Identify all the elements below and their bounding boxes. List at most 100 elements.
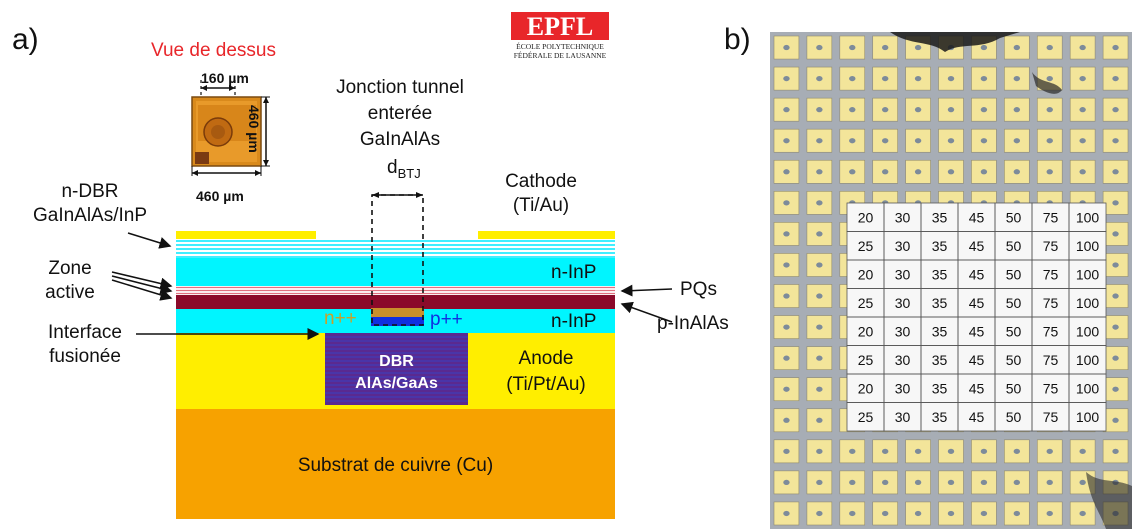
n-dbr-label-line2: GaInAlAs/InP	[32, 205, 148, 226]
epfl-logo-line1: ÉCOLE POLYTECHNIQUE	[516, 42, 604, 51]
tunnel-junction-npp	[371, 308, 424, 317]
device-size-label: 100	[1076, 209, 1100, 225]
top-view-chip	[191, 80, 270, 176]
pad-aperture	[914, 44, 922, 51]
pad-aperture	[1046, 169, 1053, 175]
pad-aperture	[1112, 448, 1119, 454]
pad-aperture	[881, 510, 889, 517]
tunnel-junction-line3: GaInAlAs	[359, 129, 441, 150]
pad-aperture	[783, 386, 790, 392]
pad-aperture	[816, 510, 823, 517]
pad-aperture	[783, 355, 790, 361]
dbr-label-line2: AlAs/GaAs	[355, 375, 438, 392]
pad-aperture	[1112, 107, 1119, 113]
device-size-label: 75	[1043, 266, 1059, 282]
pad-aperture	[980, 448, 988, 454]
dbr-label-line1: DBR	[379, 353, 414, 370]
pad-aperture	[1013, 510, 1021, 517]
device-size-label: 75	[1043, 295, 1059, 311]
device-size-label: 30	[895, 295, 911, 311]
pqs-label: PQs	[680, 279, 717, 300]
device-size-label: 75	[1043, 323, 1059, 339]
pad-aperture	[1112, 44, 1119, 51]
pad-aperture	[816, 417, 823, 423]
pad-aperture	[1013, 479, 1021, 486]
pad-aperture	[914, 169, 922, 175]
pad-aperture	[1112, 355, 1119, 361]
pad-aperture	[1112, 169, 1119, 175]
device-size-label: 75	[1043, 409, 1059, 425]
pad-aperture	[1013, 138, 1021, 144]
pad-aperture	[1079, 448, 1086, 454]
device-size-label: 50	[1006, 352, 1022, 368]
device-size-label: 50	[1006, 238, 1022, 254]
pad-aperture	[947, 448, 955, 454]
pad-aperture	[1079, 510, 1086, 517]
pad-aperture	[849, 510, 856, 517]
pad-aperture	[1079, 75, 1086, 82]
pad-aperture	[1079, 169, 1086, 175]
p-inalas-label: p-InAlAs	[657, 313, 729, 334]
pad-aperture	[1079, 107, 1086, 113]
pad-aperture	[816, 44, 823, 51]
pad-aperture	[783, 107, 790, 113]
pad-aperture	[947, 479, 955, 486]
pad-aperture	[783, 417, 790, 423]
tunnel-junction-line1: Jonction tunnel	[336, 77, 464, 98]
device-size-label: 100	[1076, 238, 1100, 254]
ppp-label: p++	[430, 309, 463, 330]
pad-aperture	[783, 324, 790, 330]
pad-aperture	[783, 262, 790, 268]
device-size-label: 45	[969, 409, 985, 425]
micrograph-panel: 20 30 35 45 50 75 100 25 30 35 45 50 75 100 20 30 35 45 50…	[770, 32, 1132, 529]
device-size-label: 30	[895, 238, 911, 254]
pad-aperture	[914, 138, 922, 144]
pad-aperture	[816, 107, 823, 113]
device-size-label: 25	[858, 352, 874, 368]
device-size-label: 100	[1076, 352, 1100, 368]
device-size-label: 45	[969, 352, 985, 368]
device-size-label: 35	[932, 266, 948, 282]
pad-aperture	[1112, 231, 1119, 237]
cathode-pad-right	[478, 231, 615, 239]
epfl-logo-line2: FÉDÉRALE DE LAUSANNE	[513, 51, 607, 60]
device-size-label: 30	[895, 409, 911, 425]
device-size-label: 35	[932, 238, 948, 254]
device-size-label: 30	[895, 266, 911, 282]
device-size-label: 50	[1006, 209, 1022, 225]
tunnel-junction-line2: enterée	[367, 103, 433, 124]
device-size-label: 35	[932, 380, 948, 396]
pad-aperture	[849, 448, 856, 454]
top-view-inner-dimension: 160 µm	[201, 70, 249, 86]
pad-aperture	[783, 231, 790, 237]
pad-aperture	[881, 107, 889, 113]
pad-aperture	[783, 75, 790, 82]
n-inp-top-label: n-InP	[551, 262, 597, 283]
pad-aperture	[849, 138, 856, 144]
arrow-pinalas	[620, 301, 673, 323]
pad-aperture	[947, 107, 955, 113]
pad-aperture	[816, 324, 823, 330]
device-size-label: 50	[1006, 409, 1022, 425]
pad-aperture	[1046, 75, 1053, 82]
device-size-label: 30	[895, 380, 911, 396]
pad-aperture	[849, 107, 856, 113]
pad-aperture	[1013, 44, 1021, 51]
device-size-label: 20	[858, 323, 874, 339]
pad-aperture	[914, 510, 922, 517]
cathode-pad-left	[176, 231, 316, 239]
pad-aperture	[1112, 293, 1119, 299]
device-size-label: 50	[1006, 323, 1022, 339]
pad-aperture	[980, 169, 988, 175]
pad-aperture	[881, 75, 889, 82]
device-size-label: 20	[858, 380, 874, 396]
tunnel-junction-ppp	[371, 317, 424, 326]
pad-aperture	[947, 510, 955, 517]
pad-aperture	[1112, 262, 1119, 268]
device-size-label: 45	[969, 266, 985, 282]
pad-aperture	[849, 169, 856, 175]
zone-active-line2: active	[45, 282, 95, 303]
cathode-label-line1: Cathode	[505, 171, 577, 192]
pad-aperture	[1112, 386, 1119, 392]
pad-aperture	[980, 138, 988, 144]
